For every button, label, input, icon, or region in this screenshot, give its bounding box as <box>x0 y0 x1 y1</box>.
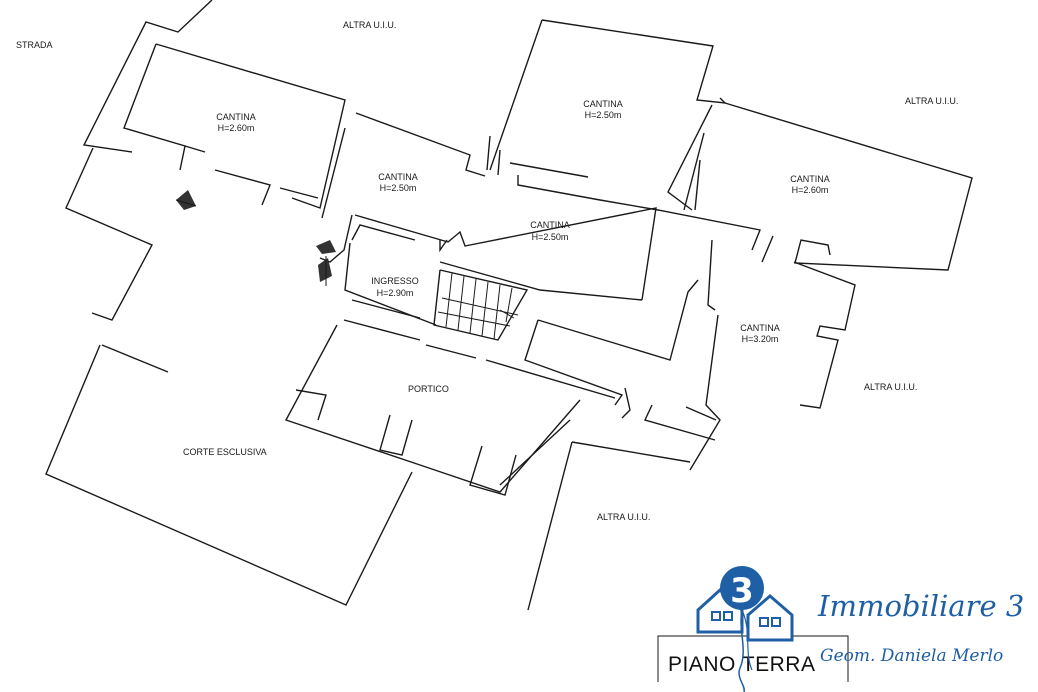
room-height: H=2.90m <box>377 288 414 298</box>
room-height: H=2.60m <box>792 185 829 195</box>
room-cantina-5: CANTINA H=2.50m <box>530 220 570 242</box>
room-name: INGRESSO <box>371 276 419 286</box>
room-name: CANTINA <box>530 220 570 230</box>
room-name: CANTINA <box>216 112 256 122</box>
room-labels: CANTINA H=2.60m CANTINA H=2.50m CANTINA … <box>216 99 830 344</box>
label-strada: STRADA <box>16 40 53 50</box>
stairs <box>433 269 529 341</box>
room-height: H=2.50m <box>532 232 569 242</box>
room-name: CANTINA <box>790 174 830 184</box>
logo-number: 3 <box>730 571 754 611</box>
room-cantina-3: CANTINA H=2.50m <box>378 172 418 193</box>
label-portico: PORTICO <box>408 384 449 394</box>
door-symbols <box>175 190 336 286</box>
room-height: H=2.50m <box>585 110 622 120</box>
brand-logo: 3 Immobiliare 3 Geom. Daniela Merlo <box>696 566 1024 692</box>
label-altra-bottom: ALTRA U.I.U. <box>597 512 650 522</box>
room-name: CANTINA <box>378 172 418 182</box>
walls <box>45 0 973 611</box>
room-height: H=2.50m <box>380 183 417 193</box>
room-height: H=2.60m <box>218 123 255 133</box>
brand-subtitle: Geom. Daniela Merlo <box>820 646 1003 666</box>
room-cantina-2: CANTINA H=2.50m <box>583 99 623 120</box>
room-name: CANTINA <box>740 323 780 333</box>
label-corte-esclusiva: CORTE ESCLUSIVA <box>183 447 267 457</box>
label-altra-right-mid: ALTRA U.I.U. <box>864 382 917 392</box>
balloon-icon: 3 <box>720 566 764 692</box>
room-ingresso: INGRESSO H=2.90m <box>371 276 419 298</box>
brand-name: Immobiliare 3 <box>817 589 1024 623</box>
room-height: H=3.20m <box>742 334 779 344</box>
room-name: CANTINA <box>583 99 623 109</box>
label-altra-right-top: ALTRA U.I.U. <box>905 96 958 106</box>
room-cantina-4: CANTINA H=2.60m <box>790 174 830 195</box>
area-labels: STRADA ALTRA U.I.U. ALTRA U.I.U. ALTRA U… <box>16 20 958 522</box>
room-cantina-1: CANTINA H=2.60m <box>216 112 256 133</box>
room-cantina-6: CANTINA H=3.20m <box>740 323 780 344</box>
label-altra-top: ALTRA U.I.U. <box>343 20 396 30</box>
